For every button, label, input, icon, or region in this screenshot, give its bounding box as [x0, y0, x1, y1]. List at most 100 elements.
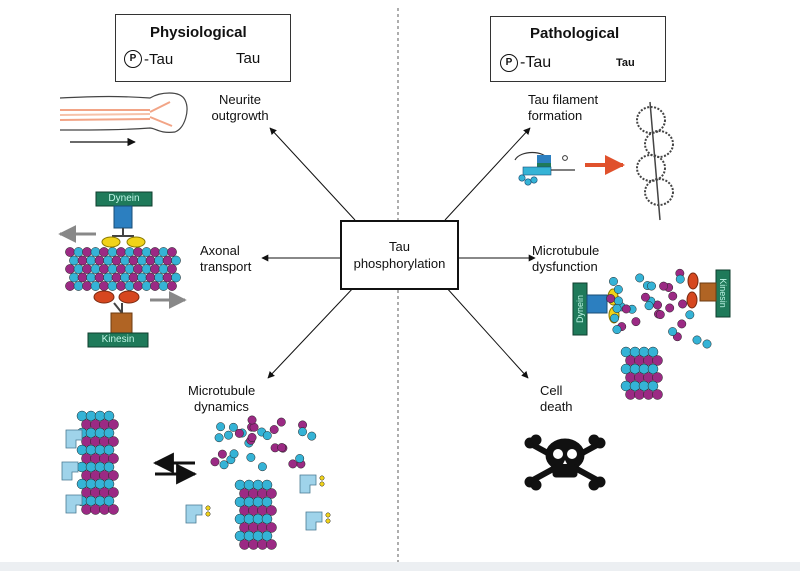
- tubulin-subunit: [141, 247, 152, 257]
- microtubule-stack-left: [76, 410, 119, 515]
- tubulin-subunit: [99, 504, 110, 515]
- tubulin-subunit: [167, 264, 177, 274]
- tubulin-subunit: [103, 495, 115, 507]
- tubulin-subunit: [111, 272, 122, 283]
- pathological-tau: Tau: [616, 57, 635, 69]
- tubulin-subunit: [150, 281, 160, 291]
- p-tau-label: -Tau: [144, 50, 174, 68]
- tubulin-subunit: [73, 281, 84, 291]
- tubulin-subunit: [625, 389, 636, 400]
- tubulin-subunit: [702, 339, 712, 349]
- tubulin-subunit: [145, 272, 156, 283]
- tubulin-subunit: [65, 247, 75, 257]
- tubulin-subunit: [69, 255, 79, 266]
- tubulin-subunit: [116, 247, 126, 257]
- tau-tag: [299, 474, 317, 494]
- tubulin-subunit: [678, 299, 688, 309]
- filament-twist: [644, 130, 674, 158]
- tubulin-subunit: [644, 301, 654, 311]
- tubulin-subunit: [133, 247, 143, 257]
- tubulin-subunit: [124, 247, 135, 257]
- tubulin-subunit: [103, 427, 115, 439]
- tubulin-subunit: [247, 415, 257, 425]
- center-line-1: Tau: [389, 239, 410, 254]
- tubulin-subunit: [94, 255, 105, 266]
- tubulin-subunit: [99, 247, 109, 257]
- center-line-2: phosphorylation: [353, 256, 446, 271]
- tubulin-subunit: [668, 327, 678, 337]
- tubulin-subunit: [154, 272, 164, 283]
- tubulin-subunit: [77, 255, 88, 266]
- dynein-label: Dynein: [108, 193, 140, 204]
- tubulin-subunit: [266, 539, 277, 550]
- tubulin-subunit: [635, 273, 645, 283]
- tubulin-subunit: [659, 281, 669, 291]
- neurite-illustration: [59, 92, 188, 147]
- tubulin-subunit: [116, 264, 126, 274]
- p-tau-label: -Tau: [520, 54, 552, 71]
- tubulin-subunit: [692, 335, 702, 345]
- tubulin-subunit: [655, 310, 665, 320]
- phosphate-dot: [319, 481, 325, 487]
- pathological-box: [490, 16, 666, 82]
- label-microtubule-dysfunction: Microtubule dysfunction: [532, 243, 600, 274]
- axonal-microtubule: [65, 247, 181, 291]
- tubulin-subunit: [288, 459, 298, 469]
- tubulin-subunit: [94, 272, 105, 283]
- microtubule-stack-right: [620, 346, 663, 400]
- tubulin-subunit: [261, 530, 273, 542]
- tubulin-subunit: [82, 281, 92, 291]
- label-neurite-outgrowth: Neurite outgrowth: [211, 92, 269, 123]
- tubulin-subunit: [133, 281, 143, 291]
- tubulin-subunit: [652, 389, 663, 400]
- tau-tag: [185, 504, 203, 524]
- tubulin-subunit: [228, 422, 238, 432]
- label-axonal-transport: Axonal transport: [200, 243, 252, 274]
- tubulin-subunit: [668, 291, 678, 301]
- phosphate-dot: [319, 475, 325, 481]
- tubulin-subunit: [137, 272, 147, 283]
- tau-tag: [305, 511, 323, 531]
- dynamics-arrows: [152, 452, 198, 485]
- tubulin-subunit: [103, 444, 115, 456]
- tubulin-subunit: [610, 313, 620, 323]
- tubulin-subunit: [69, 272, 79, 283]
- tubulin-subunit: [675, 274, 685, 284]
- tubulin-subunit: [141, 264, 152, 274]
- tubulin-subunit: [647, 281, 656, 291]
- tubulin-subunit: [641, 292, 650, 302]
- tubulin-subunit: [82, 247, 92, 257]
- tubulin-subunit: [609, 276, 618, 286]
- axonal-motors: [58, 191, 187, 348]
- tubulin-subunit: [128, 255, 139, 266]
- label-microtubule-dynamics: Microtubule dynamics: [188, 383, 256, 414]
- tubulin-subunit: [128, 272, 139, 283]
- tau-tag: [61, 461, 79, 481]
- tubulin-subunit: [647, 380, 659, 392]
- filament-core: [649, 101, 661, 221]
- tubulin-subunit: [86, 255, 96, 266]
- tubulin-subunit: [216, 422, 226, 432]
- tubulin-subunit: [103, 272, 113, 283]
- tubulin-subunit: [162, 272, 173, 283]
- tubulin-subunit: [171, 255, 181, 266]
- tubulin-subunit: [158, 281, 169, 291]
- tubulin-subunit: [634, 389, 645, 400]
- tubulin-subunit: [295, 454, 305, 463]
- tubulin-subunit: [90, 247, 101, 257]
- phosphate-dot: [205, 505, 211, 511]
- tubulin-subunit: [219, 460, 229, 470]
- tau-tag: [65, 494, 83, 514]
- tubulin-subunit: [162, 255, 173, 266]
- tubulin-subunit: [613, 284, 623, 294]
- phosphate-dot: [325, 518, 331, 524]
- tubulin-subunit: [217, 449, 227, 459]
- tubulin-subunit: [133, 264, 143, 274]
- skull-crossbones-icon: [524, 434, 606, 491]
- tubulin-subunit: [124, 264, 135, 274]
- tubulin-subunit: [647, 346, 659, 358]
- tubulin-subunit: [150, 264, 160, 274]
- tubulin-subunit: [171, 272, 181, 283]
- tubulin-subunit: [167, 281, 177, 291]
- tubulin-subunit: [111, 255, 122, 266]
